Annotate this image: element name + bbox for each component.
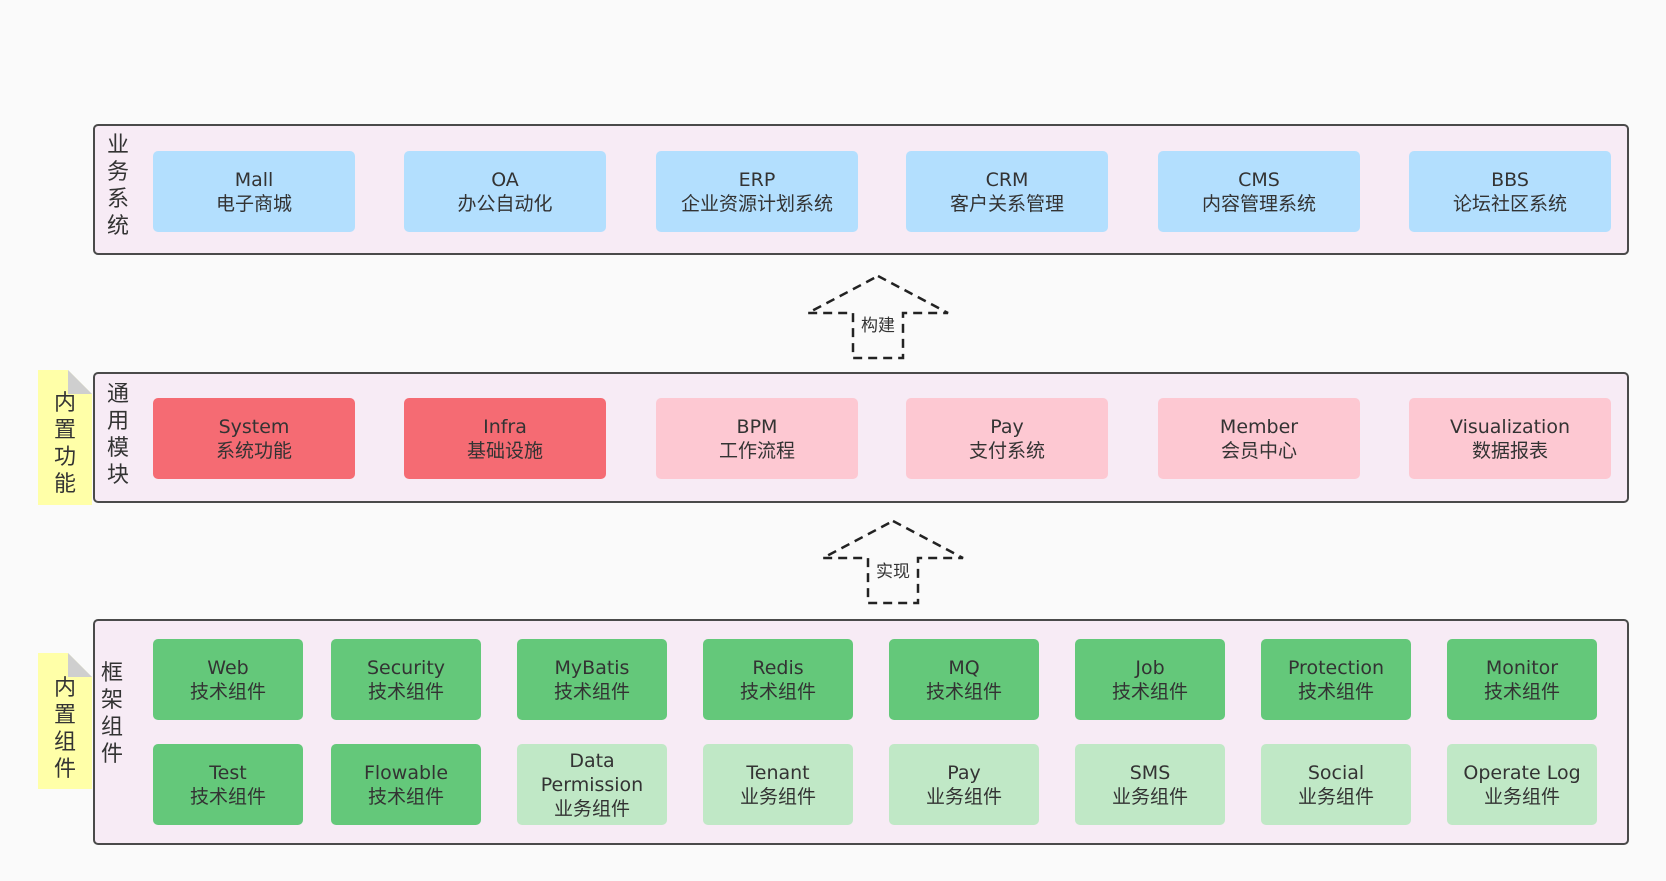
implement-arrow-icon [822,519,964,605]
box-subtitle: 工作流程 [718,439,795,462]
box-title: Job [1135,656,1165,679]
box-subtitle: 论坛社区系统 [1452,192,1567,215]
box-title: Operate Log [1463,761,1581,784]
box-subtitle: 技术组件 [553,680,630,703]
box-subtitle: 企业资源计划系统 [680,192,833,215]
box-title: System [218,415,290,438]
build-arrow-label: 构建 [861,316,895,336]
box-title: OA [491,168,519,191]
box-subtitle: 会员中心 [1220,439,1297,462]
box-subtitle: 技术组件 [739,680,816,703]
box-subtitle: 技术组件 [189,680,266,703]
box-subtitle: 技术组件 [1483,680,1560,703]
box-subtitle: 办公自动化 [457,192,553,215]
box-title: Test [209,761,247,784]
box-title: Redis [752,656,804,679]
box-title: Member [1219,415,1299,438]
box-title: Flowable [363,761,449,784]
box-title: Monitor [1485,656,1559,679]
box-title: BBS [1491,168,1529,191]
box-subtitle: 技术组件 [1297,680,1374,703]
builtin-components-note-label: 内置组件 [53,676,76,782]
box-subtitle: 电子商城 [215,192,292,215]
common-layer-label: 通用模块 [106,382,129,488]
box-subtitle: 业务组件 [1483,785,1560,808]
box-subtitle: 业务组件 [739,785,816,808]
build-arrow-icon [807,274,949,360]
framework-layer-label: 框架组件 [100,661,123,767]
box-title: MyBatis [554,656,630,679]
business-layer-label: 业务系统 [106,133,129,239]
builtin-features-note-label: 内置功能 [53,391,76,497]
box-subtitle: 技术组件 [189,785,266,808]
box-subtitle: 技术组件 [1111,680,1188,703]
implement-arrow-label: 实现 [876,562,910,582]
box-subtitle: 业务组件 [1297,785,1374,808]
builtin-components-note: 内置组件 [38,653,92,789]
box-title: CRM [985,168,1029,191]
box-title: SMS [1129,761,1171,784]
box-subtitle: 支付系统 [968,439,1045,462]
box-title: Data Permission [540,749,644,796]
box-title: Tenant [746,761,810,784]
box-title: Protection [1287,656,1385,679]
box-subtitle: 业务组件 [553,797,630,820]
box-title: Visualization [1449,415,1570,438]
box-title: Security [366,656,446,679]
box-title: MQ [948,656,980,679]
box-title: BPM [736,415,778,438]
box-title: Social [1307,761,1365,784]
builtin-features-note: 内置功能 [38,370,92,505]
box-subtitle: 基础设施 [466,439,543,462]
box-subtitle: 内容管理系统 [1201,192,1316,215]
box-subtitle: 客户关系管理 [949,192,1064,215]
box-title: CMS [1238,168,1280,191]
box-subtitle: 数据报表 [1471,439,1548,462]
box-title: Mall [234,168,274,191]
box-subtitle: 技术组件 [925,680,1002,703]
box-title: ERP [738,168,776,191]
box-subtitle: 系统功能 [215,439,292,462]
box-title: Infra [483,415,527,438]
box-subtitle: 技术组件 [367,785,444,808]
box-title: Pay [947,761,981,784]
box-subtitle: 业务组件 [1111,785,1188,808]
box-title: Pay [990,415,1024,438]
box-subtitle: 技术组件 [367,680,444,703]
box-title: Web [207,656,249,679]
box-subtitle: 业务组件 [925,785,1002,808]
